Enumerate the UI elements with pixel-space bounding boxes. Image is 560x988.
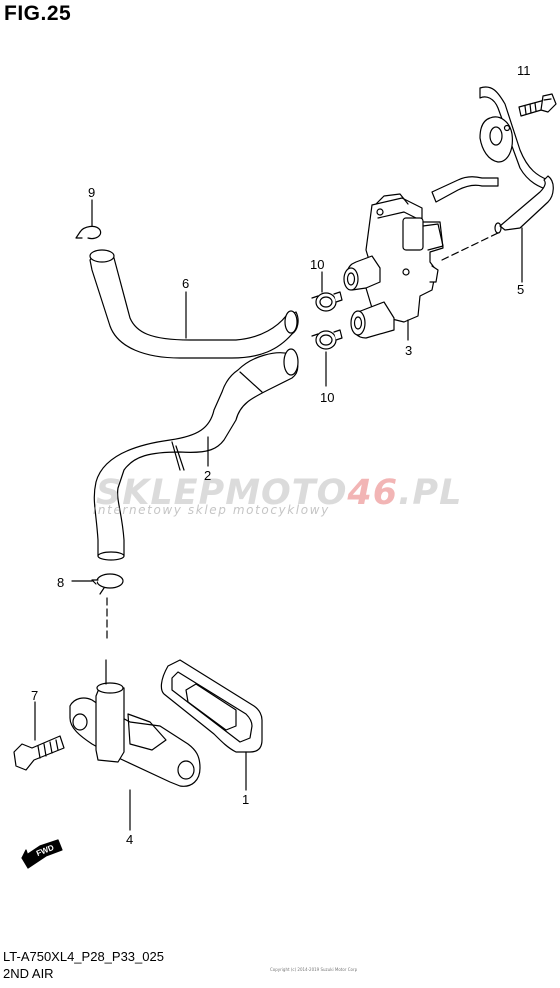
bolt-11[interactable] <box>518 93 557 117</box>
callout-3: 3 <box>405 343 413 358</box>
callout-5: 5 <box>517 282 525 297</box>
bolt-7[interactable] <box>13 701 65 771</box>
clamp-8[interactable] <box>71 573 124 641</box>
callout-4: 4 <box>126 832 134 847</box>
callout-11: 11 <box>517 63 531 78</box>
callout-6: 6 <box>182 276 190 291</box>
pipe-5[interactable] <box>431 86 554 283</box>
callout-10-upper: 10 <box>310 257 325 272</box>
fwd-arrow-icon <box>21 839 63 869</box>
diagram-code: LT-A750XL4_P28_P33_025 <box>3 949 164 964</box>
hose-2[interactable] <box>93 348 299 561</box>
watermark-brand: SKLEPMOTO46.PL <box>96 473 463 513</box>
callout-8: 8 <box>57 575 65 590</box>
gasket-1[interactable] <box>160 659 263 791</box>
diagram-name: 2ND AIR <box>3 966 54 981</box>
copyright-text: Copyright (c) 2014-2019 Suzuki Motor Cor… <box>270 967 358 972</box>
valve-3[interactable] <box>343 193 501 341</box>
clamp-10-upper[interactable] <box>311 271 343 312</box>
callout-7: 7 <box>31 688 39 703</box>
clamp-9[interactable] <box>75 199 102 240</box>
callout-10-lower: 10 <box>320 390 335 405</box>
callout-9: 9 <box>88 185 96 200</box>
callout-1: 1 <box>242 792 250 807</box>
clamp-10-lower[interactable] <box>311 329 343 387</box>
figure-title: FIG.25 <box>4 2 72 25</box>
callout-2: 2 <box>204 468 212 483</box>
pipe-mount-4[interactable] <box>69 659 201 831</box>
watermark-tagline: internetowy sklep motocyklowy <box>93 503 330 517</box>
hose-6[interactable] <box>89 249 299 359</box>
